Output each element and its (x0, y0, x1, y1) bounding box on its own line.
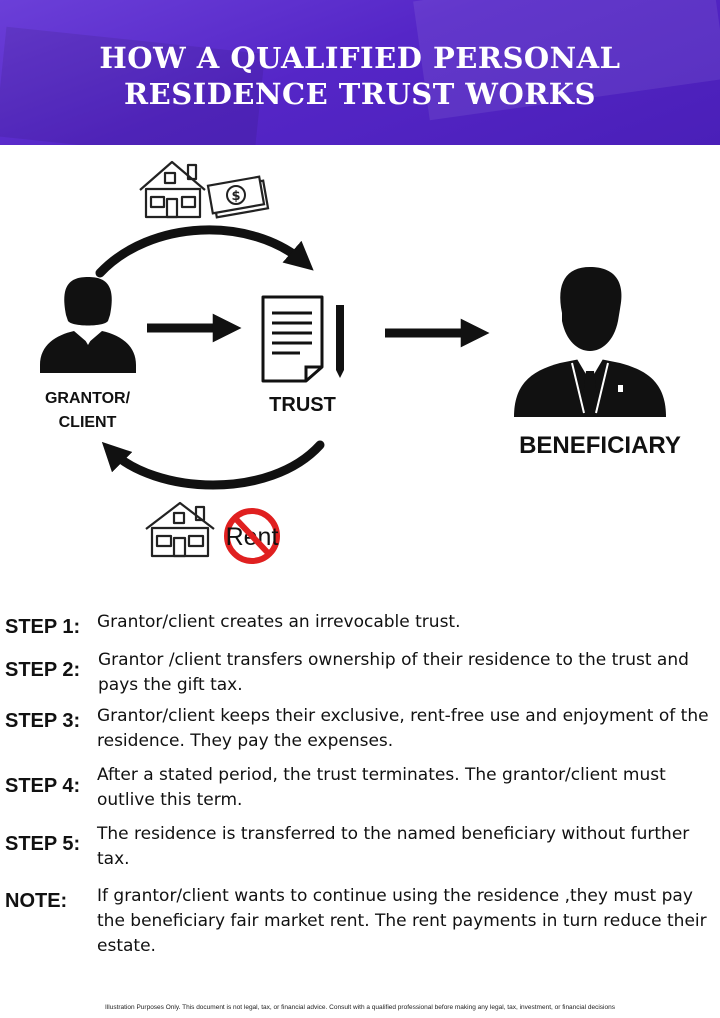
step-5-text: The residence is transferred to the name… (97, 824, 690, 869)
step-5-label: STEP 5: (5, 833, 81, 855)
page-title-line-1: HOW A QUALIFIED PERSONAL (99, 41, 621, 75)
footer-disclaimer: Illustration Purposes Only. This documen… (105, 1004, 615, 1011)
beneficiary-person-icon (514, 267, 666, 417)
trust-label: TRUST (269, 394, 336, 416)
step-1-text: Grantor/client creates an irrevocable tr… (97, 612, 461, 632)
grantor-client-label: GRANTOR/ CLIENT (30, 387, 145, 435)
grantor-label-line-2: CLIENT (58, 414, 117, 431)
header-banner: HOW A QUALIFIED PERSONAL RESIDENCE TRUST… (0, 0, 720, 145)
step-4-text: After a stated period, the trust termina… (97, 765, 666, 810)
step-1-label: STEP 1: (5, 616, 81, 638)
trust-document-icon (261, 295, 344, 383)
house-icon (139, 160, 206, 219)
money-symbol: $ (231, 189, 240, 204)
step-3-text: Grantor/client keeps their exclusive, re… (97, 706, 709, 751)
diagram-graphics: $ (40, 160, 666, 564)
grantor-person-icon (40, 277, 136, 373)
return-curved-arrow (101, 440, 325, 490)
transfer-curved-arrow (95, 225, 314, 278)
step-2-label: STEP 2: (5, 659, 81, 681)
step-3-label: STEP 3: (5, 710, 81, 732)
qprt-flow-diagram: $ (0, 145, 720, 575)
house-icon-bottom (145, 501, 215, 558)
grantor-label-line-1: GRANTOR/ (44, 390, 131, 407)
money-icon: $ (206, 175, 270, 219)
note-label: NOTE: (5, 890, 68, 912)
note-text: If grantor/client wants to continue usin… (97, 886, 707, 956)
step-4-label: STEP 4: (5, 775, 81, 797)
page-title-line-2: RESIDENCE TRUST WORKS (124, 77, 596, 111)
step-2-text: Grantor /client transfers ownership of t… (98, 650, 689, 695)
beneficiary-label: BENEFICIARY (519, 432, 681, 459)
no-rent-icon: Rent (224, 508, 280, 564)
